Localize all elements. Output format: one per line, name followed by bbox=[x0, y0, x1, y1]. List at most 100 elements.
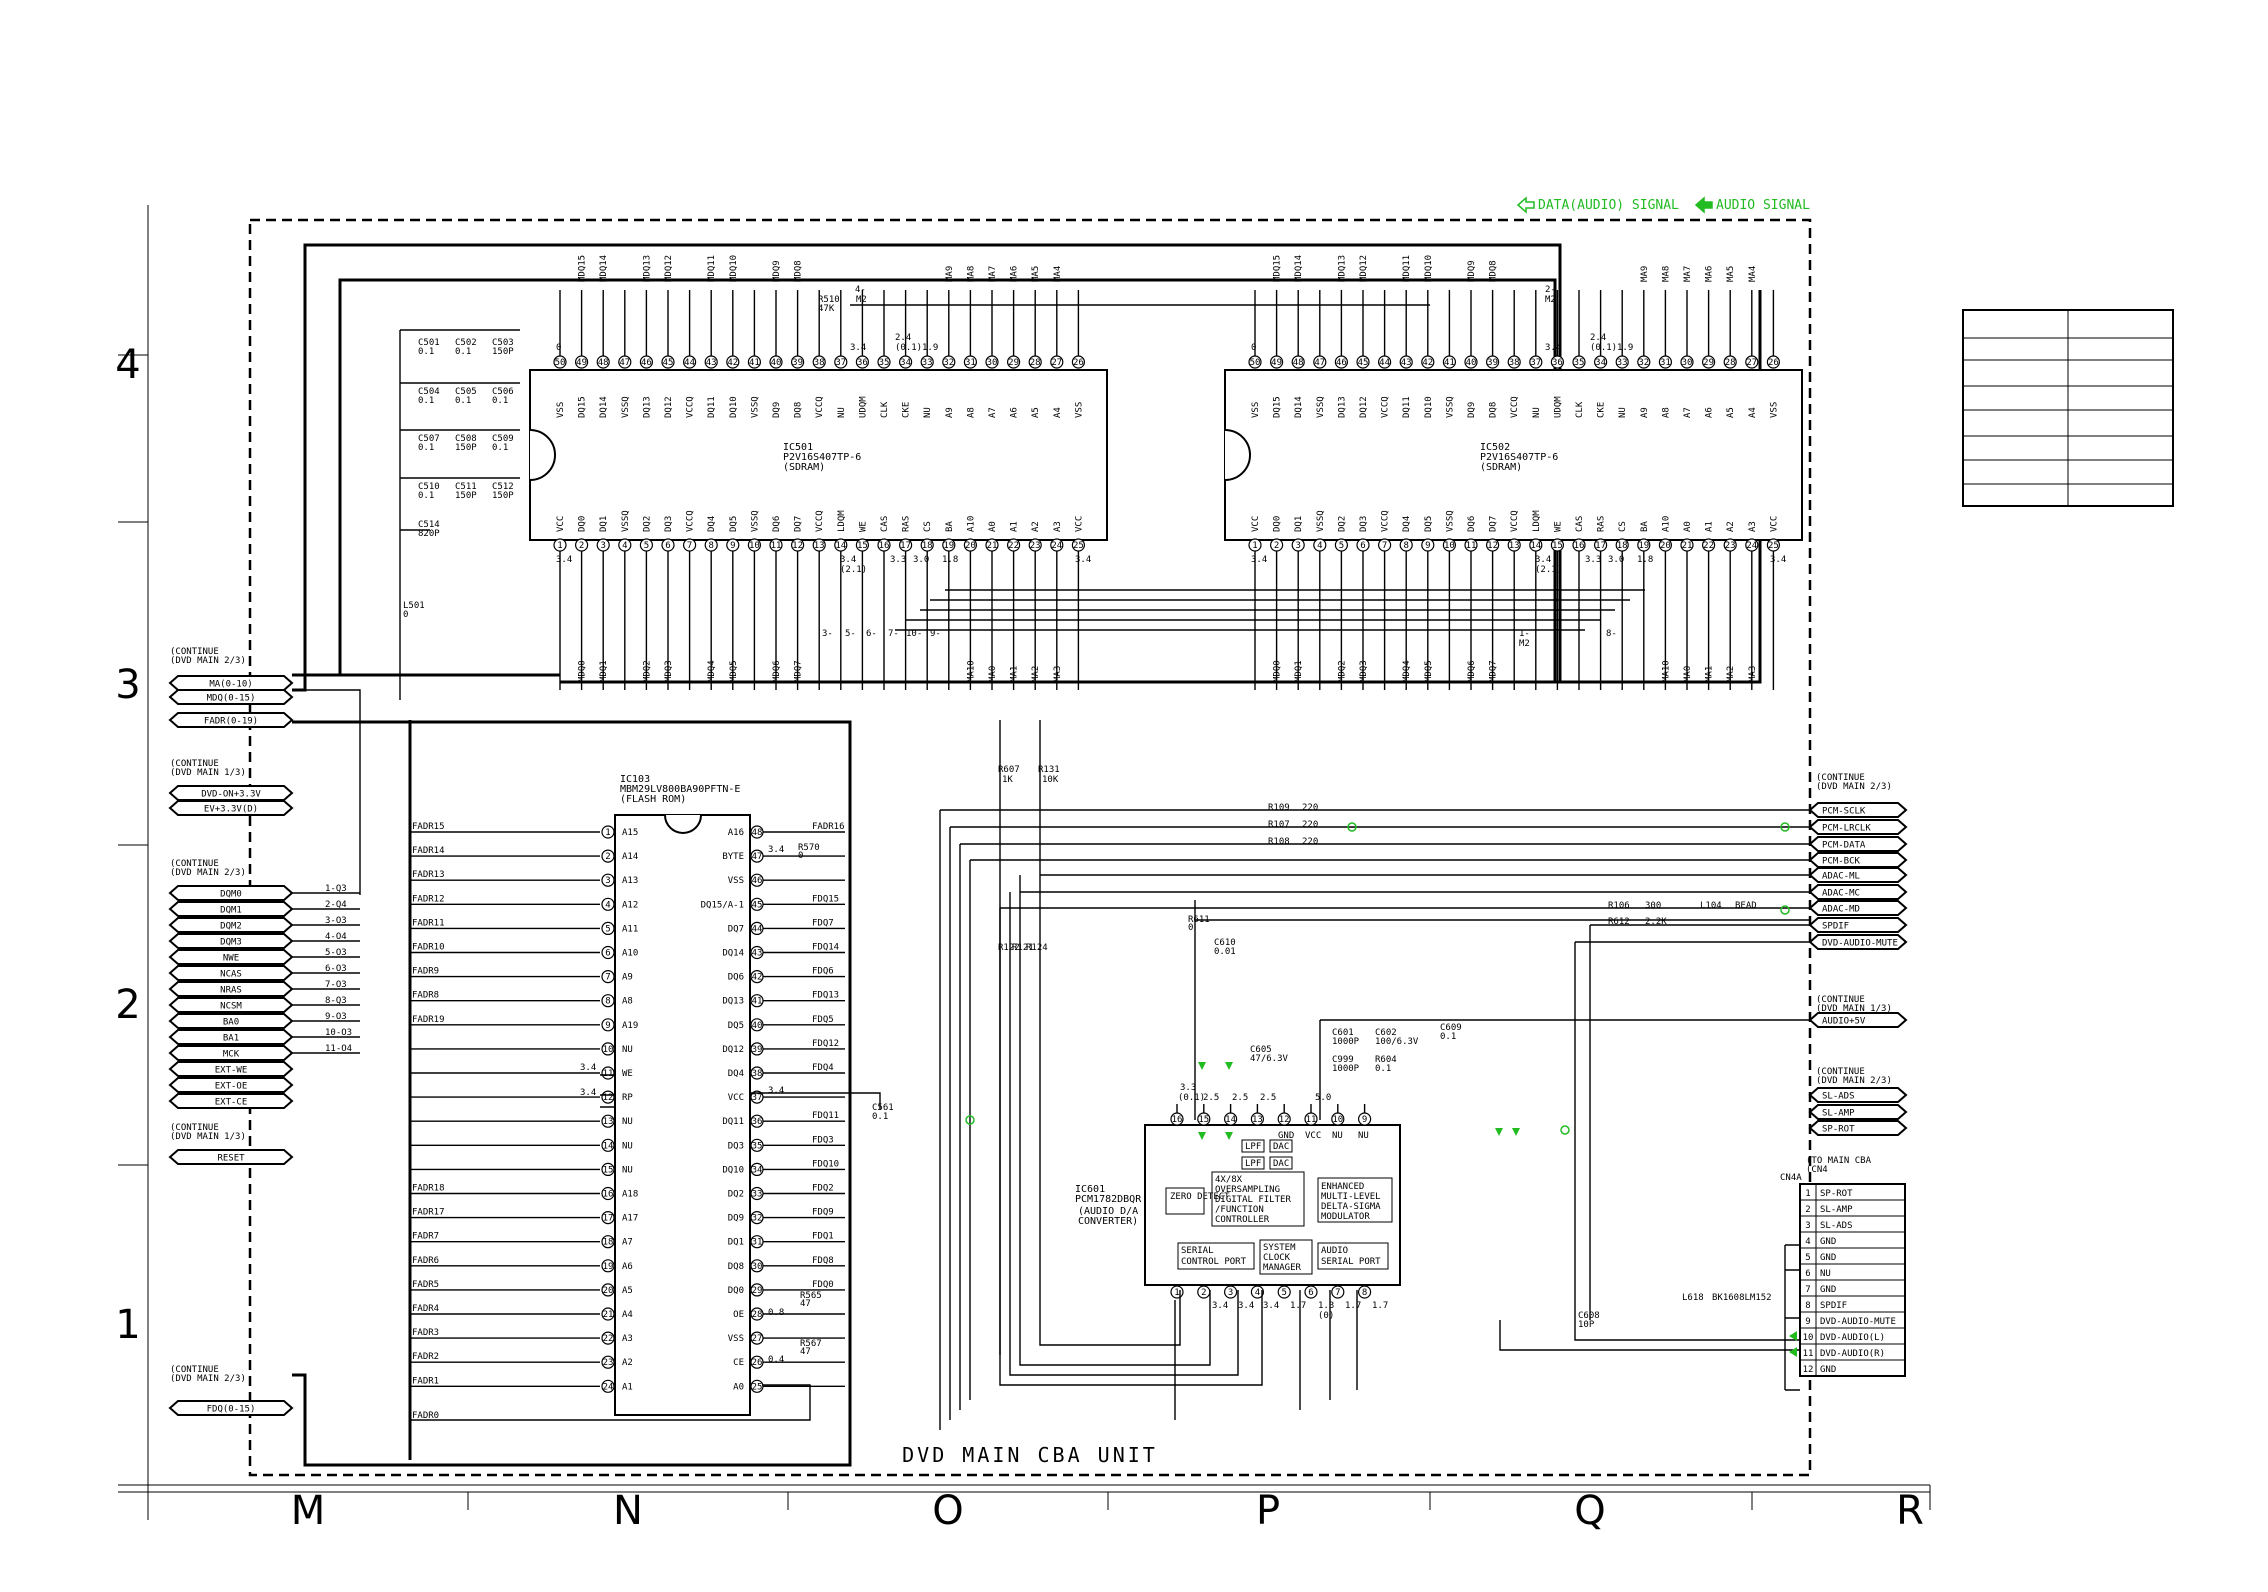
r611-val: 0 bbox=[1188, 923, 1193, 933]
ic501-pin-num-20: 20 bbox=[965, 541, 976, 551]
ic502-pin-name-48: DQ14 bbox=[1294, 396, 1304, 418]
ic103-pin-17 bbox=[601, 1210, 615, 1225]
ic502-pin-num-38: 38 bbox=[1509, 358, 1520, 368]
right-signal-sp-rot-tag bbox=[1808, 1120, 1908, 1136]
ic103-pin-num-29: 29 bbox=[752, 1286, 763, 1296]
left-tag-0: 1-Q3 bbox=[325, 884, 347, 894]
l618-val: BK1608LM152 bbox=[1712, 1293, 1772, 1303]
ic502-pin-num-24: 24 bbox=[1746, 541, 1757, 551]
ic502-pin-name-15: WE bbox=[1553, 521, 1563, 532]
ic502-net-MDQ10: MDQ10 bbox=[1424, 255, 1434, 282]
blk-dac2: DAC bbox=[1273, 1159, 1289, 1169]
ic502-pin-name-13: VCCQ bbox=[1510, 510, 1520, 532]
ic103-v-oe: 0.8 bbox=[768, 1308, 784, 1318]
ic103-net-FDQ3: FDQ3 bbox=[812, 1135, 834, 1145]
ic502-pin-num-9: 9 bbox=[1425, 541, 1430, 551]
m-tag-m2a: M2 bbox=[856, 295, 867, 305]
ic103-pin-num-35: 35 bbox=[752, 1141, 763, 1151]
left-signal-dqm3-tag bbox=[168, 933, 294, 949]
left-signal-ncsm: NCSM bbox=[220, 1002, 242, 1012]
ic502-net-MDQ1: MDQ1 bbox=[1294, 660, 1304, 682]
ic502-net-MDQ4: MDQ4 bbox=[1402, 660, 1412, 682]
left-signal-dqm0-tag bbox=[168, 885, 294, 901]
left-signal-mdq-0-15--tag bbox=[168, 689, 294, 705]
cn4-ref: CN4A bbox=[1780, 1173, 1802, 1183]
ic501-pin-num-18: 18 bbox=[922, 541, 933, 551]
ic502-pin-num-13: 13 bbox=[1509, 541, 1520, 551]
cn4-name-8: SPDIF bbox=[1820, 1301, 1847, 1311]
c506-val: 0.1 bbox=[492, 396, 508, 406]
legend-data-audio: DATA(AUDIO) SIGNAL bbox=[1538, 198, 1679, 213]
ic103-net-FDQ9: FDQ9 bbox=[812, 1208, 834, 1218]
ic502-net-MA9: MA9 bbox=[1640, 266, 1650, 282]
c512-ref: C512 bbox=[492, 482, 514, 492]
ic502-pin-num-26: 26 bbox=[1768, 358, 1779, 368]
ic103-net-FDQ5: FDQ5 bbox=[812, 1015, 834, 1025]
ic103-pin-6 bbox=[601, 945, 615, 960]
ic502-net-MA10: MA10 bbox=[1661, 660, 1671, 682]
ic601-pin-num-6: 6 bbox=[1308, 1288, 1313, 1298]
ic501-pin-27 bbox=[1050, 355, 1064, 369]
ic501-v19: 1.9 bbox=[922, 343, 938, 353]
ic502-pin-27 bbox=[1745, 355, 1759, 369]
c509-val: 0.1 bbox=[492, 443, 508, 453]
ic502-pin-num-33: 33 bbox=[1617, 358, 1628, 368]
ic601-pin-10 bbox=[1331, 1112, 1345, 1126]
ic103-net-FDQ4: FDQ4 bbox=[812, 1063, 834, 1073]
ic103-pin-name-2: A14 bbox=[622, 852, 638, 862]
ic501-net-MDQ14: MDQ14 bbox=[599, 255, 609, 282]
ic501-pin-num-42: 42 bbox=[727, 358, 738, 368]
ic103-pin-name-24: A1 bbox=[622, 1382, 633, 1392]
ic502-pin-name-43: DQ11 bbox=[1402, 396, 1412, 418]
ic103-pin-num-20: 20 bbox=[603, 1286, 614, 1296]
ic502-net-MDQ3: MDQ3 bbox=[1359, 660, 1369, 682]
left-signal-nras: NRAS bbox=[220, 986, 242, 996]
ic103-pin-name-33: DQ2 bbox=[728, 1190, 744, 1200]
ic501-pin-name-50: VSS bbox=[556, 402, 566, 418]
left-signal-dqm2-tag bbox=[168, 917, 294, 933]
ic501-net-MDQ12: MDQ12 bbox=[664, 255, 674, 282]
cn4-name-5: GND bbox=[1820, 1253, 1836, 1263]
left-tag-4: 5-O3 bbox=[325, 948, 347, 958]
c605-val: 47/6.3V bbox=[1250, 1054, 1289, 1064]
ic501-pin-41 bbox=[747, 355, 762, 369]
m-tag-2: 2- bbox=[1545, 285, 1556, 295]
ic103-pin-name-19: A6 bbox=[622, 1262, 633, 1272]
ic103-net-FDQ7: FDQ7 bbox=[812, 918, 834, 928]
cn4-note1: (TO MAIN CBA bbox=[1806, 1156, 1872, 1166]
ic601-pin-num-15: 15 bbox=[1198, 1115, 1209, 1125]
ic502-net-MDQ9: MDQ9 bbox=[1467, 260, 1477, 282]
c999-ref: C999 bbox=[1332, 1055, 1354, 1065]
ic501-net-MA5: MA5 bbox=[1031, 266, 1041, 282]
c511-ref: C511 bbox=[455, 482, 477, 492]
m-tag-1: 1- bbox=[1519, 629, 1530, 639]
ic502-pin-num-8: 8 bbox=[1403, 541, 1408, 551]
ic501-pin-name-30: A7 bbox=[988, 407, 998, 418]
left-signal-ncas: NCAS bbox=[220, 970, 242, 980]
ic103-pin-name-37: VCC bbox=[728, 1093, 744, 1103]
ic501-pin-num-10: 10 bbox=[749, 541, 760, 551]
ic501-pin-name-37: NU bbox=[837, 407, 847, 418]
ic601-vcc: VCC bbox=[1305, 1131, 1321, 1141]
ic501-pin-name-29: A6 bbox=[1010, 407, 1020, 418]
ic502-pin-41 bbox=[1442, 355, 1457, 369]
ic501-pin-num-34: 34 bbox=[900, 358, 911, 368]
right-conn-note1-2: (CONTINUE bbox=[1816, 1067, 1865, 1077]
ic502-pin-name-5: DQ2 bbox=[1337, 516, 1347, 532]
m-tag-4: 4- bbox=[855, 285, 866, 295]
ic601-pin-num-2: 2 bbox=[1201, 1288, 1206, 1298]
ic502-pin-name-21: A0 bbox=[1683, 521, 1693, 532]
r107-val: 220 bbox=[1302, 820, 1318, 830]
m-tag-10: 10- bbox=[906, 629, 922, 639]
left-conn-note1-3: (CONTINUE bbox=[170, 859, 219, 869]
ic103-net-FDQ6: FDQ6 bbox=[812, 967, 834, 977]
ic103-pin-num-14: 14 bbox=[603, 1141, 614, 1151]
ic502-net-MDQ5: MDQ5 bbox=[1424, 660, 1434, 682]
ic501-pin-name-12: DQ7 bbox=[794, 516, 804, 532]
ic501-pin-37 bbox=[834, 355, 848, 369]
ic502-pin-num-3: 3 bbox=[1295, 541, 1300, 551]
r510-val: 47K bbox=[818, 304, 835, 314]
ic103-pin-15 bbox=[601, 1162, 615, 1177]
ic501-pin-num-33: 33 bbox=[922, 358, 933, 368]
